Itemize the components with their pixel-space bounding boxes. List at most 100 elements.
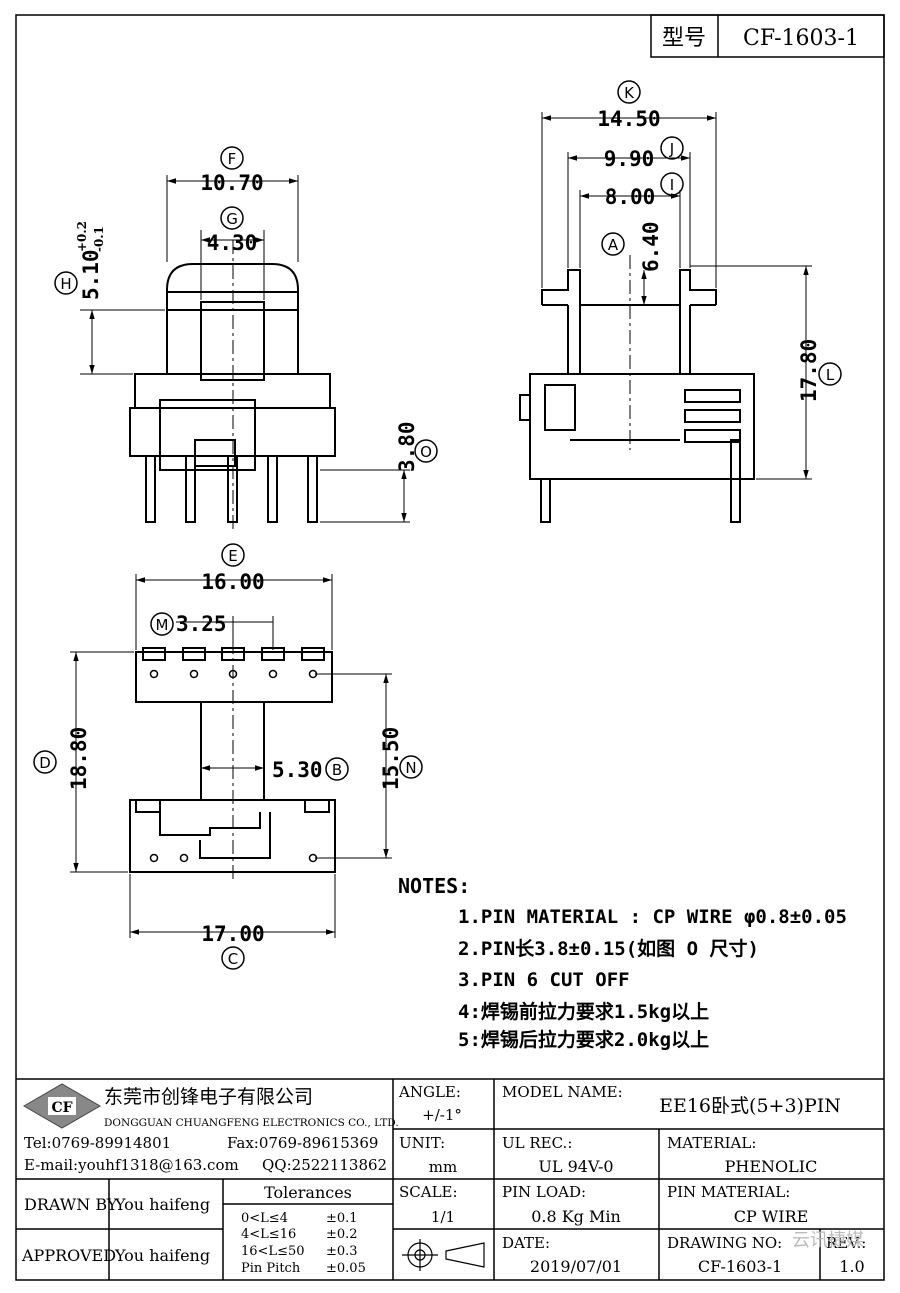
dim-H-value: 5.10 xyxy=(79,249,103,300)
rev-label: REV.: xyxy=(826,1234,866,1252)
tol-range-4: Pin Pitch xyxy=(241,1261,301,1276)
material-value: PHENOLIC xyxy=(725,1157,818,1176)
dim-H-tol-plus: +0.2 xyxy=(75,221,89,252)
company-name-cn: 东莞市创锋电子有限公司 xyxy=(104,1086,313,1108)
dim-H-tol-minus: -0.1 xyxy=(92,226,106,252)
dim-O-value: 3.80 xyxy=(395,421,419,472)
company-tel: Tel:0769-89914801 xyxy=(24,1134,171,1152)
dim-G-marker xyxy=(220,206,244,230)
dim-A-value: 6.40 xyxy=(639,221,663,272)
drawn-value: You haifeng xyxy=(114,1195,210,1214)
company-name-en: DONGGUAN CHUANGFENG ELECTRONICS CO., LTD… xyxy=(104,1117,399,1129)
drawno-label: DRAWING NO: xyxy=(667,1234,782,1252)
part-number: CF-1603-1 xyxy=(743,26,859,51)
dim-I-letter: I xyxy=(670,176,674,194)
date-value: 2019/07/01 xyxy=(530,1257,622,1276)
dim-H-letter: H xyxy=(60,275,71,293)
dim-K-value: 14.50 xyxy=(597,107,660,131)
unit-value: mm xyxy=(429,1158,457,1176)
drawno-value: CF-1603-1 xyxy=(698,1257,782,1276)
scale-label: SCALE: xyxy=(399,1183,458,1201)
company-fax: Fax:0769-89615369 xyxy=(227,1134,378,1152)
front-view-dims xyxy=(80,175,410,523)
dim-E-letter: E xyxy=(228,547,237,565)
company-logo: CF xyxy=(23,1083,101,1129)
dim-K-letter: K xyxy=(624,84,635,102)
dim-I-marker xyxy=(660,172,684,196)
side-view-dims xyxy=(541,112,812,480)
dim-A-marker xyxy=(601,232,625,256)
dim-F-marker xyxy=(220,146,244,170)
dim-L-marker xyxy=(818,362,842,386)
tol-range-3: 16<L≤50 xyxy=(241,1244,305,1259)
dim-O-letter: O xyxy=(420,443,432,461)
tol-range-1: 0<L≤4 xyxy=(241,1211,288,1226)
title-block xyxy=(16,1078,884,1280)
dim-C-value: 17.00 xyxy=(201,922,264,946)
pinload-value: 0.8 Kg Min xyxy=(531,1207,621,1226)
company-email: E-mail:youhf1318@163.com xyxy=(24,1156,239,1174)
dim-F-value: 10.70 xyxy=(200,171,263,195)
approved-value: You haifeng xyxy=(114,1246,210,1265)
dim-D-marker xyxy=(33,750,57,774)
date-label: DATE: xyxy=(502,1234,550,1252)
front-view xyxy=(129,240,336,530)
bottom-view-dims xyxy=(70,574,392,938)
tol-value-3: ±0.3 xyxy=(326,1244,358,1259)
dim-G-letter: G xyxy=(226,210,238,228)
projection-symbol xyxy=(402,1239,485,1271)
drawn-label: DRAWN BY xyxy=(24,1195,118,1214)
dim-J-letter: J xyxy=(669,140,674,158)
notes-title: NOTES: xyxy=(398,874,470,898)
bottom-view-pin-holes xyxy=(149,669,318,863)
model-label: MODEL NAME: xyxy=(502,1083,623,1101)
ul-label: UL REC.: xyxy=(502,1134,572,1152)
dim-B-letter: B xyxy=(332,761,342,779)
pinload-label: PIN LOAD: xyxy=(502,1183,586,1201)
rev-value: 1.0 xyxy=(839,1257,864,1276)
bottom-view xyxy=(129,640,336,880)
unit-label: UNIT: xyxy=(399,1134,445,1152)
ul-value: UL 94V-0 xyxy=(538,1157,613,1176)
notes: NOTES: 1.PIN MATERIAL : CP WIRE φ0.8±0.0… xyxy=(398,874,847,1051)
pinmat-value: CP WIRE xyxy=(734,1207,809,1226)
tol-value-2: ±0.2 xyxy=(326,1227,358,1242)
dim-J-value: 9.90 xyxy=(604,147,655,171)
approved-label: APPROVED xyxy=(21,1246,116,1265)
side-view xyxy=(519,255,755,523)
dim-M-marker xyxy=(150,612,174,636)
note-1: 1.PIN MATERIAL : CP WIRE φ0.8±0.05 xyxy=(458,906,847,928)
dim-D-letter: D xyxy=(39,754,51,772)
dim-E-value: 16.00 xyxy=(201,570,264,594)
tolerances-title: Tolerances xyxy=(264,1183,352,1202)
pinmat-label: PIN MATERIAL: xyxy=(667,1183,790,1201)
tol-range-2: 4<L≤16 xyxy=(241,1227,296,1242)
dim-H-marker xyxy=(54,271,78,295)
company-qq: QQ:2522113862 xyxy=(262,1156,387,1174)
tol-value-4: ±0.05 xyxy=(326,1261,366,1276)
tol-value-1: ±0.1 xyxy=(326,1211,358,1226)
sheet-border xyxy=(15,14,885,1281)
dim-C-letter: C xyxy=(228,950,238,968)
model-value: EE16卧式(5+3)PIN xyxy=(659,1095,841,1117)
dim-L-letter: L xyxy=(826,366,835,384)
logo-text: CF xyxy=(51,1100,72,1116)
material-label: MATERIAL: xyxy=(667,1134,756,1152)
scale-value: 1/1 xyxy=(431,1208,455,1226)
dim-N-value: 15.50 xyxy=(379,727,403,790)
dim-O-marker xyxy=(414,439,438,463)
dim-I-value: 8.00 xyxy=(605,185,656,209)
dim-N-letter: N xyxy=(405,759,416,777)
dim-F-letter: F xyxy=(228,150,237,168)
type-label: 型号 xyxy=(662,26,706,51)
note-3: 3.PIN 6 CUT OFF xyxy=(458,969,630,991)
dim-C-marker xyxy=(221,946,245,970)
dim-K-marker xyxy=(617,80,641,104)
dim-M-value: 3.25 xyxy=(176,612,227,636)
dim-B-value: 5.30 xyxy=(272,758,323,782)
note-4: 4:焊锡前拉力要求1.5kg以上 xyxy=(458,1000,709,1023)
header-box: 型号 CF-1603-1 xyxy=(650,14,885,58)
note-2: 2.PIN长3.8±0.15(如图 O 尺寸) xyxy=(458,937,759,960)
